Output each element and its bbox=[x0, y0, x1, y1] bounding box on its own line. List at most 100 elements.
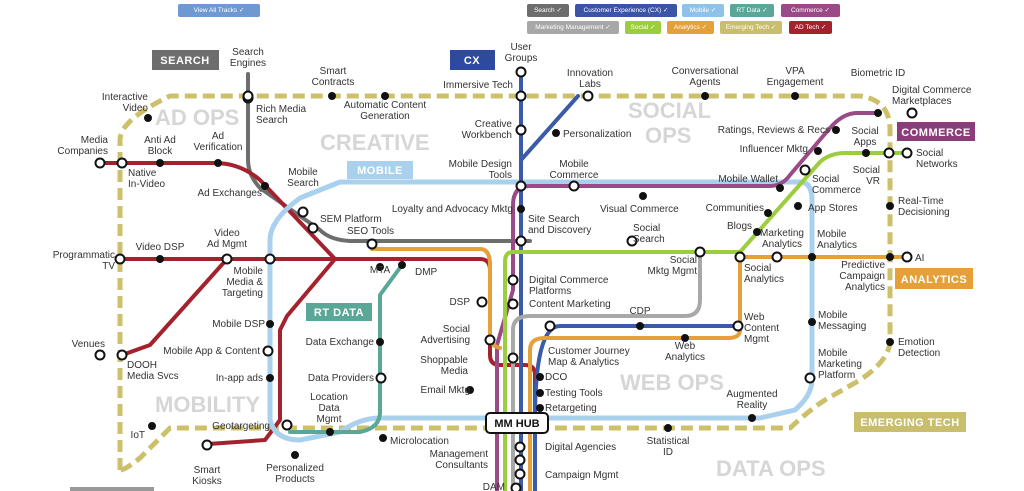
station-dco[interactable] bbox=[536, 373, 544, 381]
station-interactive-video[interactable] bbox=[144, 114, 152, 122]
station-sem-platform[interactable] bbox=[307, 222, 319, 234]
station-dsp[interactable] bbox=[476, 296, 488, 308]
station-ratings-reviews[interactable] bbox=[832, 126, 840, 134]
station-mobile-app-content[interactable] bbox=[262, 345, 274, 357]
filter-emerging-tech-button[interactable]: Emerging Tech ✓ bbox=[720, 21, 782, 34]
station-influencer-mktg[interactable] bbox=[814, 147, 822, 155]
station-iot[interactable] bbox=[148, 422, 156, 430]
station-geotargeting[interactable] bbox=[281, 419, 293, 431]
station-social-vr[interactable] bbox=[883, 147, 895, 159]
adtech-line[interactable] bbox=[98, 161, 537, 491]
station-content-marketing[interactable] bbox=[507, 298, 519, 310]
station-emotion-detection[interactable] bbox=[886, 338, 894, 346]
station-mobile-dsp[interactable] bbox=[266, 320, 274, 328]
station-personalization[interactable] bbox=[552, 129, 560, 137]
analytics-line[interactable] bbox=[370, 247, 909, 491]
station-statistical-id[interactable] bbox=[664, 424, 672, 432]
station-ad-verification[interactable] bbox=[214, 159, 222, 167]
emerging-tech-line[interactable] bbox=[117, 93, 893, 473]
station-seo-tools[interactable] bbox=[366, 238, 378, 250]
station-loyalty[interactable] bbox=[517, 205, 525, 213]
mobile-line[interactable] bbox=[267, 179, 815, 443]
station-dmp[interactable] bbox=[398, 261, 406, 269]
station-rich-media-search[interactable] bbox=[242, 90, 254, 102]
station-smart-kiosks[interactable] bbox=[201, 439, 213, 451]
station-campaign-mgmt[interactable] bbox=[514, 468, 526, 480]
station-web-content-mgmt[interactable] bbox=[732, 320, 744, 332]
filter-cx-button[interactable]: Customer Experience (CX) ✓ bbox=[575, 4, 677, 17]
station-management-consultants[interactable] bbox=[514, 454, 526, 466]
station-digital-commerce-platforms[interactable] bbox=[507, 274, 519, 286]
filter-mobile-button[interactable]: Mobile ✓ bbox=[682, 4, 724, 17]
station-customer-journey[interactable] bbox=[544, 320, 556, 332]
station-creative-workbench[interactable] bbox=[515, 124, 527, 136]
station-user-groups[interactable] bbox=[515, 66, 527, 78]
station-predictive-campaign[interactable] bbox=[886, 253, 894, 261]
view-all-tracks-button[interactable]: View All Tracks ✓ bbox=[178, 4, 260, 17]
station-data-providers[interactable] bbox=[375, 372, 387, 384]
mm-hub[interactable]: MM HUB bbox=[485, 412, 549, 434]
station-dam[interactable] bbox=[510, 482, 522, 491]
station-mobile-commerce[interactable] bbox=[568, 180, 580, 192]
filter-commerce-button[interactable]: Commerce ✓ bbox=[781, 4, 840, 17]
filter-analytics-button[interactable]: Analytics ✓ bbox=[667, 21, 714, 34]
station-anti-ad-block[interactable] bbox=[156, 159, 164, 167]
filter-marketing-management-button[interactable]: Marketing Management ✓ bbox=[527, 21, 619, 34]
station-digital-commerce-marketplaces[interactable] bbox=[906, 107, 918, 119]
station-video-dsp[interactable] bbox=[156, 255, 164, 263]
station-social-commerce[interactable] bbox=[799, 164, 811, 176]
station-real-time-decisioning[interactable] bbox=[886, 202, 894, 210]
station-personalized-products[interactable] bbox=[291, 451, 299, 459]
station-visual-commerce[interactable] bbox=[639, 192, 647, 200]
station-social-apps[interactable] bbox=[862, 149, 870, 157]
station-retargeting[interactable] bbox=[536, 404, 544, 412]
station-ad-exchanges[interactable] bbox=[261, 182, 269, 190]
station-shoppable-media[interactable] bbox=[507, 352, 519, 364]
station-biometric-id[interactable] bbox=[874, 109, 882, 117]
station-conversational-agents[interactable] bbox=[701, 92, 709, 100]
filter-adtech-button[interactable]: AD Tech ✓ bbox=[789, 21, 832, 34]
filter-social-button[interactable]: Social ✓ bbox=[625, 21, 661, 34]
station-immersive-tech[interactable] bbox=[515, 90, 527, 102]
filter-search-button[interactable]: Search ✓ bbox=[527, 4, 569, 17]
station-social-networks[interactable] bbox=[901, 147, 913, 159]
station-mobile-design-tools[interactable] bbox=[515, 180, 527, 192]
station-mobile-marketing-platform[interactable] bbox=[804, 372, 816, 384]
station-communities[interactable] bbox=[764, 209, 772, 217]
station-mobile-wallet[interactable] bbox=[776, 184, 784, 192]
station-microlocation[interactable] bbox=[379, 434, 387, 442]
station-programmatic-tv[interactable] bbox=[114, 253, 126, 265]
station-mobile-media-targeting[interactable] bbox=[264, 253, 276, 265]
station-location-data-mgmt[interactable] bbox=[326, 428, 334, 436]
filter-rtdata-button[interactable]: RT Data ✓ bbox=[730, 4, 774, 17]
station-social-mktg-mgmt[interactable] bbox=[694, 246, 706, 258]
station-innovation-labs[interactable] bbox=[582, 90, 594, 102]
station-blogs[interactable] bbox=[753, 228, 761, 236]
station-dooh[interactable] bbox=[116, 349, 128, 361]
station-data-exchange[interactable] bbox=[376, 338, 384, 346]
station-app-stores[interactable] bbox=[794, 202, 802, 210]
station-cdp[interactable] bbox=[636, 322, 644, 330]
station-site-search[interactable] bbox=[515, 235, 527, 247]
station-augmented-reality[interactable] bbox=[748, 414, 756, 422]
station-mobile-analytics[interactable] bbox=[808, 253, 816, 261]
marketing-management-line[interactable] bbox=[511, 250, 702, 491]
station-vpa-engagement[interactable] bbox=[791, 92, 799, 100]
station-mobile-search[interactable] bbox=[297, 206, 309, 218]
station-mta[interactable] bbox=[376, 263, 384, 271]
station-email-mktg[interactable] bbox=[466, 386, 474, 394]
station-social-search[interactable] bbox=[626, 235, 638, 247]
station-auto-content[interactable] bbox=[381, 92, 389, 100]
station-digital-agencies[interactable] bbox=[514, 441, 526, 453]
station-media-companies[interactable] bbox=[94, 157, 106, 169]
station-marketing-analytics[interactable] bbox=[771, 251, 783, 263]
station-smart-contracts[interactable] bbox=[328, 92, 336, 100]
station-social-advertising[interactable] bbox=[484, 334, 496, 346]
station-native-invideo[interactable] bbox=[116, 157, 128, 169]
station-mobile-messaging[interactable] bbox=[808, 318, 816, 326]
station-testing-tools[interactable] bbox=[536, 389, 544, 397]
station-video-ad-mgmt[interactable] bbox=[221, 253, 233, 265]
station-ai[interactable] bbox=[901, 251, 913, 263]
station-web-analytics[interactable] bbox=[681, 334, 689, 342]
station-social-analytics[interactable] bbox=[734, 251, 746, 263]
